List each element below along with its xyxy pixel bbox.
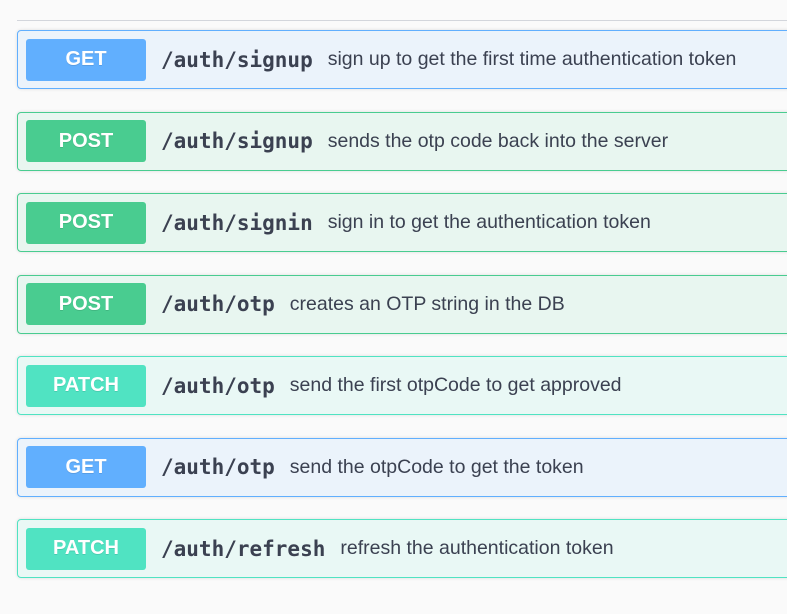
endpoint-summary: sign in to get the authentication token — [327, 211, 651, 233]
method-badge: PATCH — [26, 527, 146, 570]
endpoint-path: /auth/refresh — [161, 536, 326, 561]
method-badge: POST — [26, 283, 146, 325]
endpoint-path: /auth/otp — [161, 373, 275, 398]
endpoint-summary: send the otpCode to get the token — [289, 455, 584, 478]
opblock-post-auth-signin[interactable]: POST /auth/signin sign in to get the aut… — [17, 193, 787, 252]
endpoint-summary: sends the otp code back into the server — [327, 129, 669, 152]
opblock-post-auth-signup[interactable]: POST /auth/signup sends the otp code bac… — [17, 111, 787, 171]
operations-list: GET /auth/signup sign up to get the firs… — [17, 30, 787, 601]
endpoint-path: /auth/signup — [161, 129, 313, 153]
method-badge: GET — [26, 38, 146, 81]
opblock-patch-auth-otp[interactable]: PATCH /auth/otp send the first otpCode t… — [17, 356, 787, 415]
endpoint-path: /auth/signin — [161, 210, 313, 235]
opblock-get-auth-otp[interactable]: GET /auth/otp send the otpCode to get th… — [17, 437, 787, 497]
method-badge: POST — [26, 201, 146, 244]
endpoint-summary: send the first otpCode to get approved — [289, 374, 622, 396]
endpoint-summary: refresh the authentication token — [340, 537, 614, 559]
endpoint-summary: sign up to get the first time authentica… — [327, 48, 737, 70]
endpoint-path: /auth/otp — [161, 292, 275, 316]
endpoint-path: /auth/signup — [161, 47, 313, 72]
method-badge: POST — [26, 120, 146, 162]
endpoint-path: /auth/otp — [161, 455, 275, 479]
opblock-get-auth-signup[interactable]: GET /auth/signup sign up to get the firs… — [17, 30, 787, 89]
section-divider — [17, 20, 787, 21]
method-badge: PATCH — [26, 364, 146, 407]
method-badge: GET — [26, 446, 146, 488]
opblock-patch-auth-refresh[interactable]: PATCH /auth/refresh refresh the authenti… — [17, 519, 787, 578]
endpoint-summary: creates an OTP string in the DB — [289, 292, 565, 315]
opblock-post-auth-otp[interactable]: POST /auth/otp creates an OTP string in … — [17, 274, 787, 334]
